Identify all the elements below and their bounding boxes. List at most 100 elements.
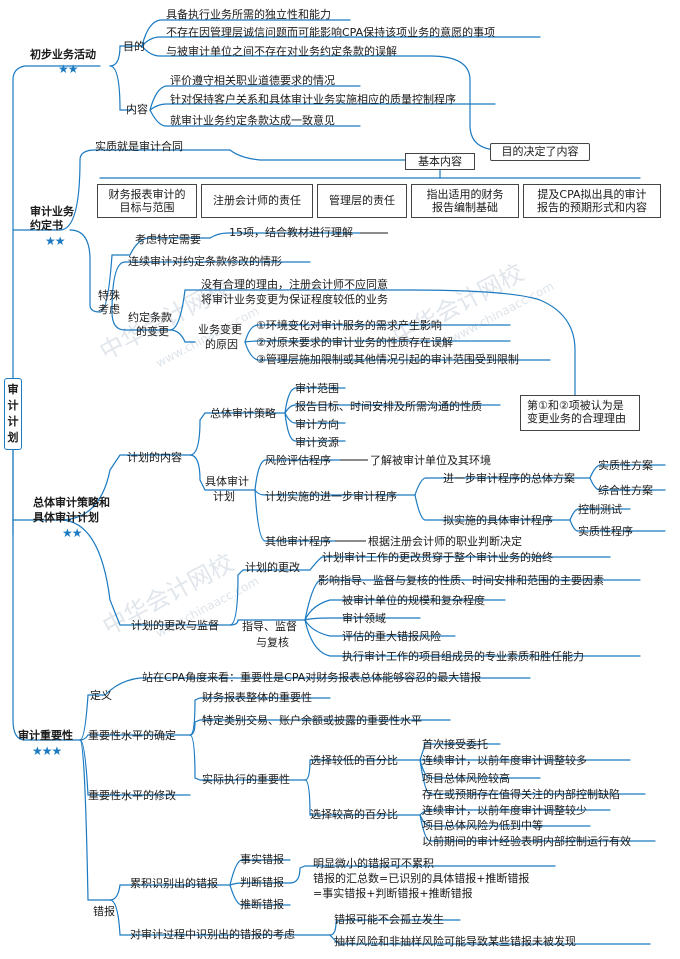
s2-item-box: 财务报表审计的 目标与范围	[97, 184, 197, 218]
s1-goal-item: 不存在因管理层诚信问题而可能影响CPA保持该项业务的意愿的事项	[166, 26, 496, 39]
s2-consider: 考虑特定需要	[135, 233, 201, 246]
s2-reason-note-line: 变更业务的合理理由	[527, 412, 626, 425]
s3-content: 计划的内容	[127, 451, 182, 464]
s3-factor: 执行审计工作的项目组成员的专业素质和胜任能力	[342, 650, 584, 663]
s4-overall-m: 财务报表整体的重要性	[202, 691, 312, 704]
s4-perf: 实际执行的重要性	[202, 773, 290, 786]
s2-title: 约定书	[30, 219, 63, 232]
s3-change-note: 计划审计工作的更改贯穿于整个审计业务的始终	[322, 551, 553, 564]
s2-basic-box: 基本内容	[405, 153, 475, 170]
s2-reason: 业务变更	[198, 323, 242, 336]
s4-revise: 重要性水平的修改	[88, 789, 176, 802]
s3-proc: 实质性程序	[578, 525, 633, 538]
s1-title: 初步业务活动	[30, 48, 96, 61]
s4-acc-note: 错报的汇总数=已识别的具体错报+推断错报	[313, 872, 530, 885]
s4-mis-type: 判断错报	[240, 876, 284, 889]
s3-title: 总体审计策略和	[33, 496, 110, 509]
s4-cons-note: 抽样风险和非抽样风险可能导致某些错报未被发现	[334, 935, 576, 948]
s4-low-item: 首次接受委托	[422, 738, 488, 751]
s4-mis-type: 推断错报	[240, 898, 284, 911]
s3-risk-note: 了解被审计单位及其环境	[370, 454, 491, 467]
s2-item-line: 目标与范围	[119, 201, 175, 214]
s4-determine: 重要性水平的确定	[88, 729, 176, 742]
s2-title: 审计业务	[30, 205, 74, 218]
s2-item-box: 管理层的责任	[317, 184, 407, 218]
s3-sup: 与复核	[256, 636, 289, 649]
s1-goal-item: 与被审计单位之间不存在对业务约定条款的误解	[166, 45, 397, 58]
s4-low-item: 连续审计，以前年度审计调整较多	[422, 754, 587, 767]
s4-mis-type: 事实错报	[240, 853, 284, 866]
s2-stars: ★★	[45, 234, 65, 248]
s2-reason-item: ①环境变化对审计服务的需求产生影响	[256, 319, 442, 332]
s2-item-box: 指出适用的财务 报告编制基础	[411, 184, 519, 218]
s4-high-item: 项目总体风险为低到中等	[422, 819, 543, 832]
s4-stars: ★★★	[32, 744, 62, 758]
s3-further-a: 进一步审计程序的总体方案	[443, 472, 575, 485]
s2-item-box: 提及CPA拟出具的审计 报告的预期形式和内容	[523, 184, 661, 218]
s2-item-line: 财务报表审计的	[108, 188, 186, 201]
s2-special: 特殊	[98, 289, 120, 302]
s4-high-item: 连续审计，以前年度审计调整较少	[422, 804, 587, 817]
s3-plan: 综合性方案	[598, 484, 653, 497]
s2-item-box: 注册会计师的责任	[201, 184, 313, 218]
s1-goal-label: 目的	[123, 40, 145, 53]
s1-content-item: 评价遵守相关职业道德要求的情况	[170, 74, 335, 87]
s1-note: 目的决定了内容	[490, 143, 590, 161]
s3-sup: 指导、监督	[242, 620, 297, 633]
s3-overall: 总体审计策略	[210, 407, 276, 420]
s2-reason-note: 第①和②项被认为是 变更业务的合理理由	[520, 395, 640, 431]
s3-change: 计划的更改	[245, 561, 300, 574]
s3-proc: 控制测试	[578, 503, 622, 516]
s4-acc-note: =事实错报+判断错报+推断错报	[313, 887, 473, 900]
s3-overall-item: 审计范围	[295, 382, 339, 395]
s1-goal-item: 具备执行业务所需的独立性和能力	[166, 8, 331, 21]
s2-essence: 实质就是审计合同	[95, 140, 183, 153]
s4-def-note: 站在CPA角度来看：重要性是CPA对财务报表总体能够容忍的最大错报	[142, 671, 482, 684]
s4-accum: 累积识别出的错报	[130, 877, 218, 890]
s4-consider: 对审计过程中识别出的错报的考虑	[130, 928, 295, 941]
s2-item-line: 提及CPA拟出具的审计	[537, 188, 647, 201]
s1-content-label: 内容	[126, 103, 148, 116]
s2-change: 约定条款	[128, 311, 172, 324]
s3-specific: 计划	[213, 490, 235, 503]
s4-high: 选择较高的百分比	[310, 808, 398, 821]
s2-item-line: 指出适用的财务	[426, 188, 504, 201]
s3-plan: 实质性方案	[598, 459, 653, 472]
s2-reason: 的原因	[205, 338, 238, 351]
s2-noreason: 将审计业务变更为保证程度较低的业务	[201, 293, 388, 306]
s4-low-item: 项目总体风险较高	[422, 772, 510, 785]
s4-high-item: 以前期间的审计经验表明内部控制运行有效	[422, 835, 631, 848]
s2-continue: 连续审计对约定条款修改的情形	[128, 255, 282, 268]
s4-acc-note: 明显微小的错报可不累积	[313, 857, 434, 870]
s2-item-line: 报告的预期形式和内容	[537, 201, 647, 214]
s3-factor: 被审计单位的规模和复杂程度	[342, 594, 485, 607]
s4-low: 选择较低的百分比	[310, 754, 398, 767]
s3-overall-item: 报告目标、时间安排及所需沟通的性质	[295, 400, 482, 413]
s2-reason-item: ③管理层施加限制或其他情况引起的审计范围受到限制	[256, 353, 519, 366]
s3-overall-item: 审计方向	[295, 418, 339, 431]
s1-content-item: 针对保持客户关系和具体审计业务实施相应的质量控制程序	[170, 93, 456, 106]
s3-sup-note: 影响指导、监督与复核的性质、时间安排和范围的主要因素	[318, 574, 604, 587]
s3-stars: ★★	[62, 526, 82, 540]
s2-noreason: 没有合理的理由，注册会计师不应同意	[201, 278, 388, 291]
s3-risk: 风险评估程序	[265, 454, 331, 467]
s2-change: 的变更	[136, 325, 169, 338]
s4-title: 审计重要性	[18, 729, 73, 742]
s2-reason-item: ②对原来要求的审计业务的性质存在误解	[256, 336, 453, 349]
s2-fifteen: 15项，结合教材进行理解	[229, 226, 353, 239]
s2-reason-note-line: 第①和②项被认为是	[527, 399, 624, 412]
s3-further: 计划实施的进一步审计程序	[265, 490, 397, 503]
s1-stars: ★★	[58, 62, 78, 76]
s4-cons-note: 错报可能不会孤立发生	[334, 913, 444, 926]
s4-mis: 错报	[93, 905, 115, 918]
s1-content-item: 就审计业务约定条款达成一致意见	[170, 114, 335, 127]
s4-specific-m: 特定类别交易、账户余额或披露的重要性水平	[202, 714, 422, 727]
s4-def: 定义	[90, 689, 112, 702]
s3-other-note: 根据注册会计师的职业判断决定	[368, 535, 522, 548]
s3-overall-item: 审计资源	[295, 436, 339, 449]
root-node: 审计计划	[4, 378, 22, 450]
s2-special: 考虑	[98, 303, 120, 316]
s4-low-item: 存在或预期存在值得关注的内部控制缺陷	[422, 788, 620, 801]
